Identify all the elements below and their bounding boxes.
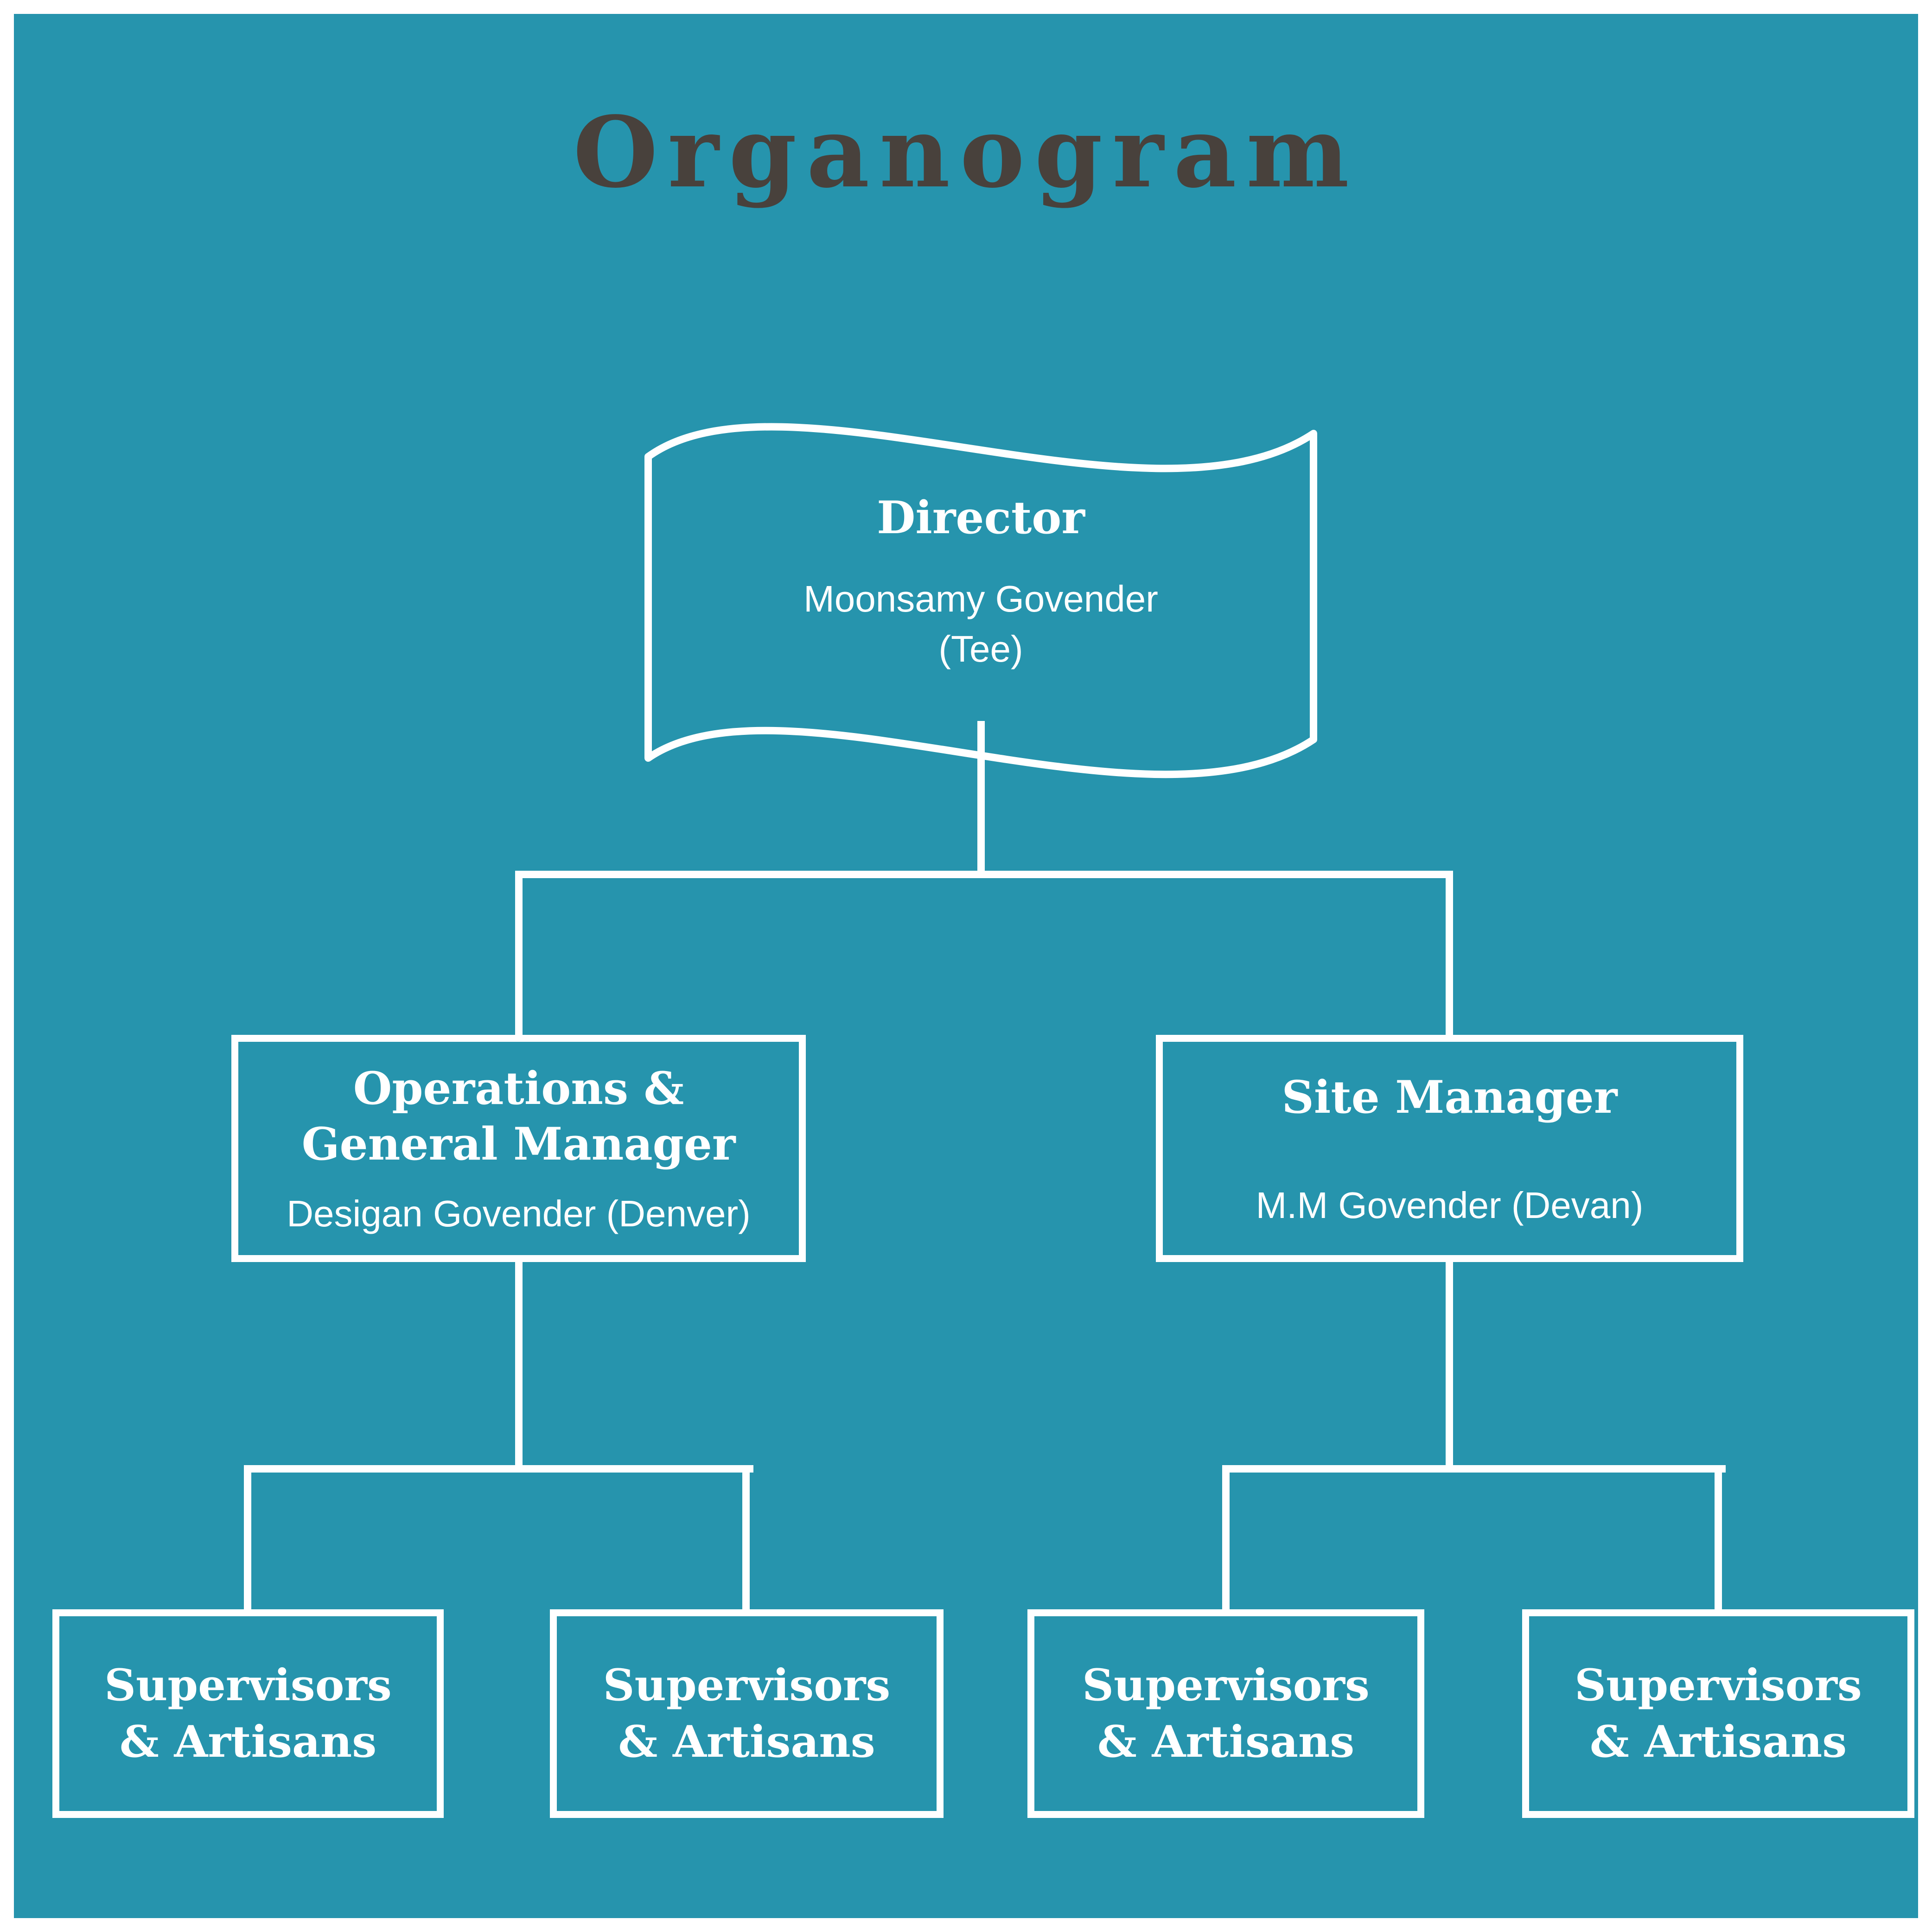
supervisors-2-line2: & Artisans [618,1716,875,1767]
connector-operations-stem [515,1259,523,1473]
supervisors-4-line1: Supervisors [1575,1659,1862,1711]
supervisors-1-line1: Supervisors [104,1659,392,1711]
supervisors-3-line2: & Artisans [1097,1716,1355,1767]
connector-drop-supervisors-1 [244,1465,251,1613]
operations-manager-role-line1: Operations & [353,1062,684,1115]
supervisors-1-line2: & Artisans [119,1716,377,1767]
connector-director-stem [977,721,985,876]
background [14,14,1918,1918]
supervisors-3-line1: Supervisors [1082,1659,1370,1711]
operations-manager-role-line2: General Manager [301,1118,736,1170]
supervisors-node-3: Supervisors & Artisans [1027,1609,1424,1818]
director-role: Director [877,491,1085,544]
connector-drop-supervisors-4 [1715,1465,1722,1613]
supervisors-node-1: Supervisors & Artisans [52,1609,444,1818]
site-manager-name: M.M Govender (Devan) [1256,1184,1644,1226]
supervisors-4-line2: & Artisans [1589,1716,1847,1767]
flag-banner-shape [644,423,1317,778]
connector-level1-horizontal [515,871,1453,878]
supervisors-node-4: Supervisors & Artisans [1522,1609,1914,1818]
connector-drop-operations [515,871,523,1038]
supervisors-2-line1: Supervisors [603,1659,891,1711]
connector-drop-site-manager [1446,871,1453,1038]
supervisors-node-2: Supervisors & Artisans [550,1609,944,1818]
director-text: Director Moonsamy Govender (Tee) [644,491,1318,679]
site-manager-node: Site Manager M.M Govender (Devan) [1156,1035,1743,1262]
connector-drop-supervisors-3 [1222,1465,1230,1613]
connector-drop-supervisors-2 [742,1465,750,1613]
operations-manager-node: Operations & General Manager Desigan Gov… [231,1035,806,1262]
site-manager-role: Site Manager [1282,1071,1618,1123]
connector-site-stem [1446,1259,1453,1473]
director-node: Director Moonsamy Govender (Tee) [644,387,1318,814]
connector-site-horizontal [1222,1465,1726,1473]
operations-manager-name: Desigan Govender (Denver) [287,1193,751,1234]
page-title: Organogram [573,95,1359,210]
director-alias: (Tee) [938,628,1023,670]
director-name: Moonsamy Govender [803,578,1158,619]
connector-operations-horizontal [244,1465,753,1473]
operations-manager-role: Operations & General Manager [302,1061,736,1172]
